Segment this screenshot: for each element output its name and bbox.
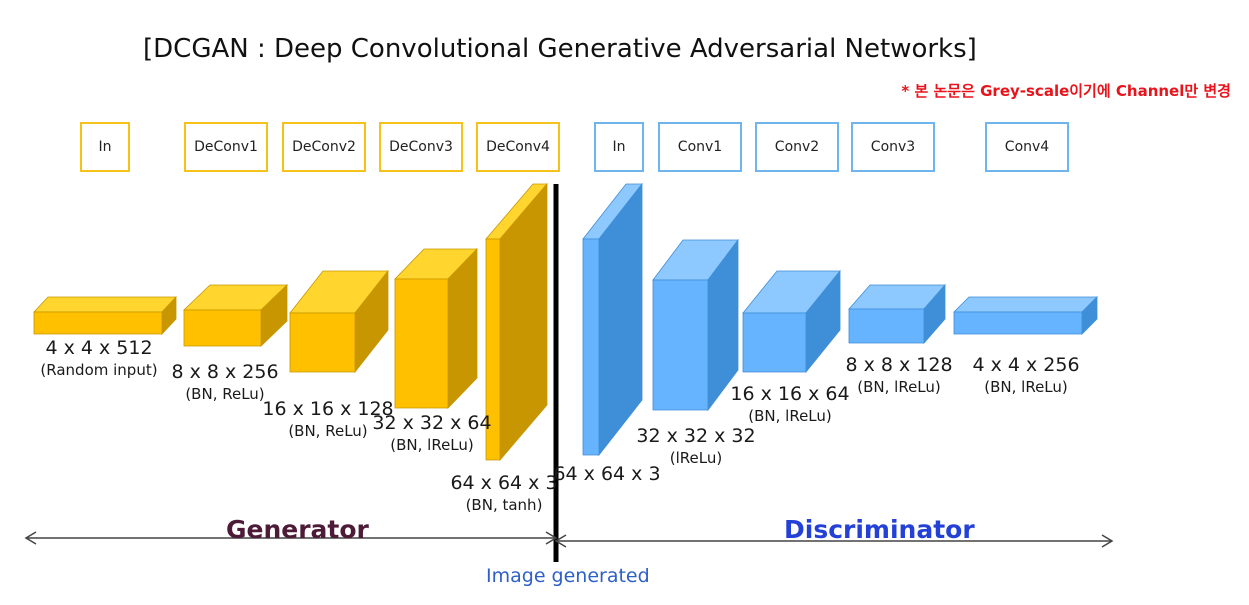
gen-block-label-0: 4 x 4 x 512(Random input): [40, 337, 158, 379]
layer-box-conv2: Conv2: [755, 122, 839, 172]
layer-box-conv3: Conv3: [851, 122, 935, 172]
layer-box-deconv2: DeConv2: [282, 122, 366, 172]
disc-block-label-1: 32 x 32 x 32(lReLu): [636, 425, 756, 467]
discriminator-arrow-right-head: [1101, 534, 1114, 548]
gen-block-label-1: 8 x 8 x 256(BN, ReLu): [171, 361, 279, 403]
layer-box-deconv4: DeConv4: [476, 122, 560, 172]
layer-box-deconv3: DeConv3: [379, 122, 463, 172]
gen-block-0: [33, 295, 177, 336]
disc-block-0: [582, 182, 643, 457]
disc-block-3: [848, 283, 946, 345]
disc-block-4: [953, 296, 1098, 335]
gen-block-label-3: 32 x 32 x 64(BN, lReLu): [372, 412, 492, 454]
discriminator-title: Discriminator: [784, 515, 975, 544]
disc-block-label-3: 8 x 8 x 128(BN, lReLu): [845, 354, 953, 396]
gen-block-2: [289, 269, 389, 374]
gen-block-label-2: 16 x 16 x 128(BN, ReLu): [262, 398, 394, 440]
gen-block-3: [394, 248, 478, 409]
generator-blocks: [33, 182, 548, 462]
generator-arrow-left-head: [24, 531, 37, 545]
gen-block-label-4: 64 x 64 x 3(BN, tanh): [450, 472, 558, 514]
image-generated-label: Image generated: [486, 565, 650, 587]
layer-box-conv4: Conv4: [985, 122, 1069, 172]
generator-title: Generator: [226, 515, 369, 544]
disc-block-label-2: 16 x 16 x 64(BN, lReLu): [730, 383, 850, 425]
disc-block-label-0: 64 x 64 x 3: [553, 463, 661, 485]
gen-block-1: [183, 284, 288, 347]
layer-box-gen-in: In: [80, 122, 130, 172]
discriminator-arrow-left-head: [554, 534, 567, 548]
disc-block-label-4: 4 x 4 x 256(BN, lReLu): [972, 354, 1080, 396]
generator-arrow-right-head: [545, 531, 558, 545]
layer-box-deconv1: DeConv1: [184, 122, 268, 172]
layer-box-disc-in: In: [594, 122, 644, 172]
disc-block-1: [652, 238, 739, 412]
channel-note: * 본 논문은 Grey-scale이기에 Channel만 변경: [901, 82, 1231, 100]
layer-box-conv1: Conv1: [658, 122, 742, 172]
gen-block-4: [485, 182, 548, 462]
discriminator-blocks: [582, 182, 1098, 457]
page-title: [DCGAN : Deep Convolutional Generative A…: [143, 34, 977, 64]
disc-block-2: [742, 269, 841, 374]
